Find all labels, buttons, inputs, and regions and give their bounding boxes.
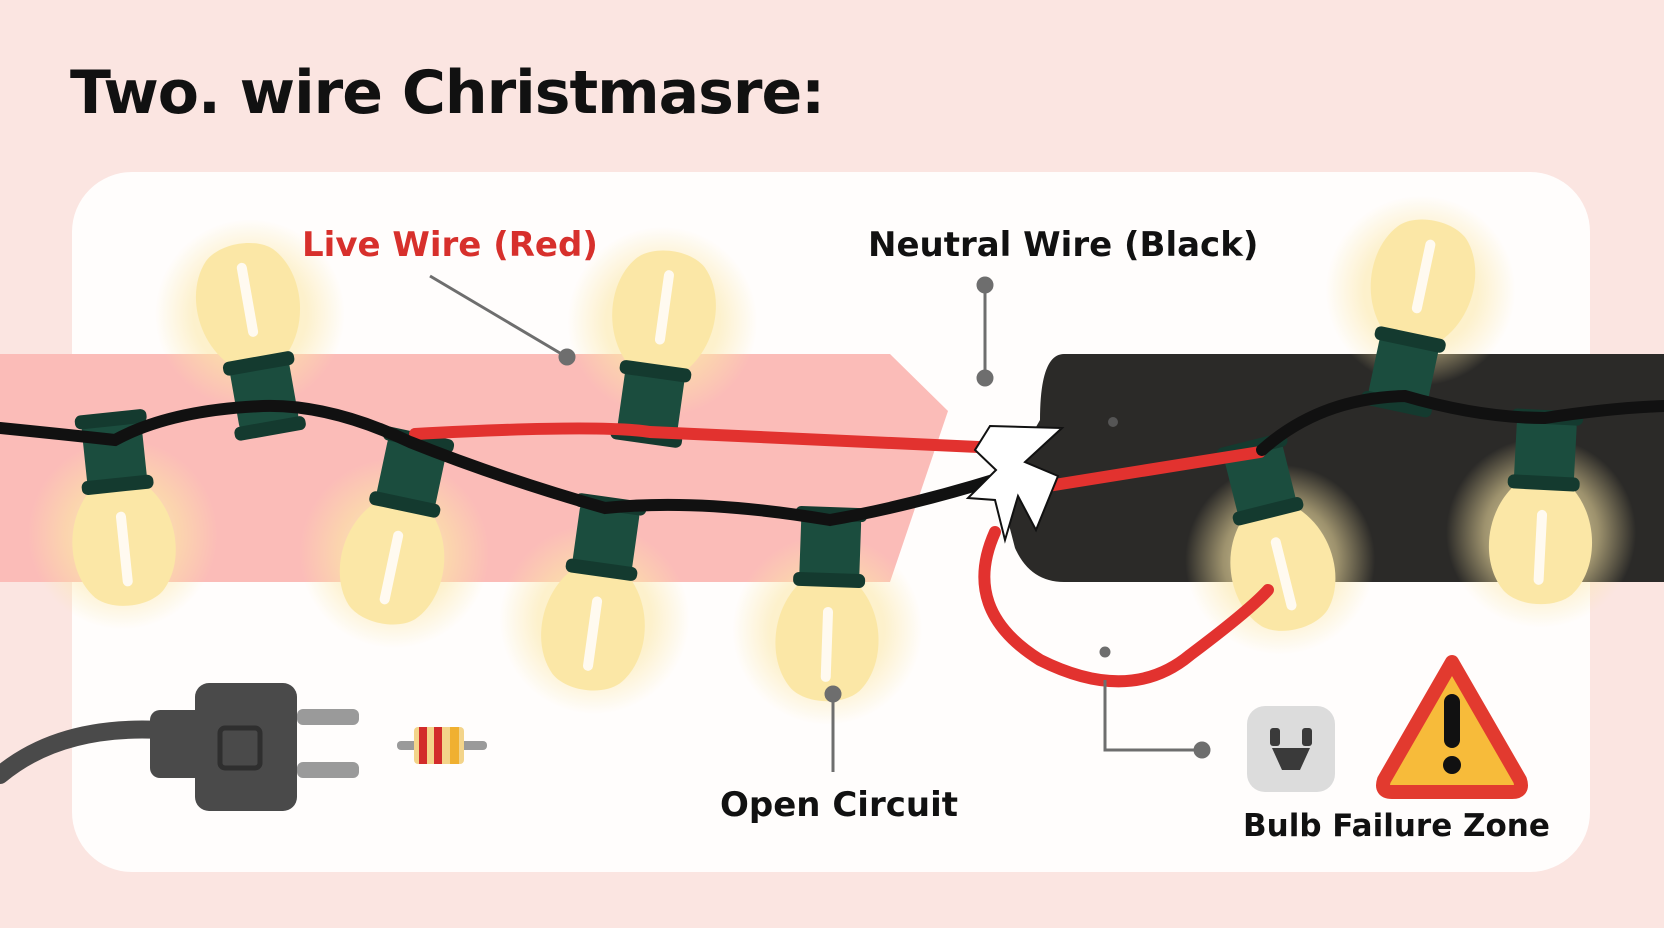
failure-zone-leader <box>1103 680 1200 752</box>
leader-dot <box>558 348 576 366</box>
resistor-icon <box>397 727 487 764</box>
leader-dot <box>976 369 994 387</box>
live-wire-label: Live Wire (Red) <box>302 225 598 265</box>
band-dot <box>1108 417 1118 427</box>
live-wire-loop <box>978 526 1274 688</box>
bulb-failure-zone-label: Bulb Failure Zone <box>1243 808 1550 844</box>
live-wire <box>409 422 1006 454</box>
neutral-wire <box>1256 389 1664 456</box>
leader-dot <box>1193 741 1211 759</box>
leader-dot <box>1099 646 1111 658</box>
plug-icon <box>0 683 359 811</box>
page-title: Two. wire Christmasre: <box>70 58 825 128</box>
leader-dot <box>976 276 994 294</box>
leader-dot <box>824 685 842 703</box>
open-circuit-label: Open Circuit <box>720 785 958 825</box>
warning-icon <box>1376 655 1528 799</box>
neutral-wire-label: Neutral Wire (Black) <box>868 225 1258 265</box>
live-wire-leader <box>429 274 566 358</box>
break-spark-icon <box>965 424 1065 544</box>
outlet-icon <box>1247 706 1335 792</box>
neutral-wire <box>0 399 1006 527</box>
live-wire <box>1042 446 1266 492</box>
